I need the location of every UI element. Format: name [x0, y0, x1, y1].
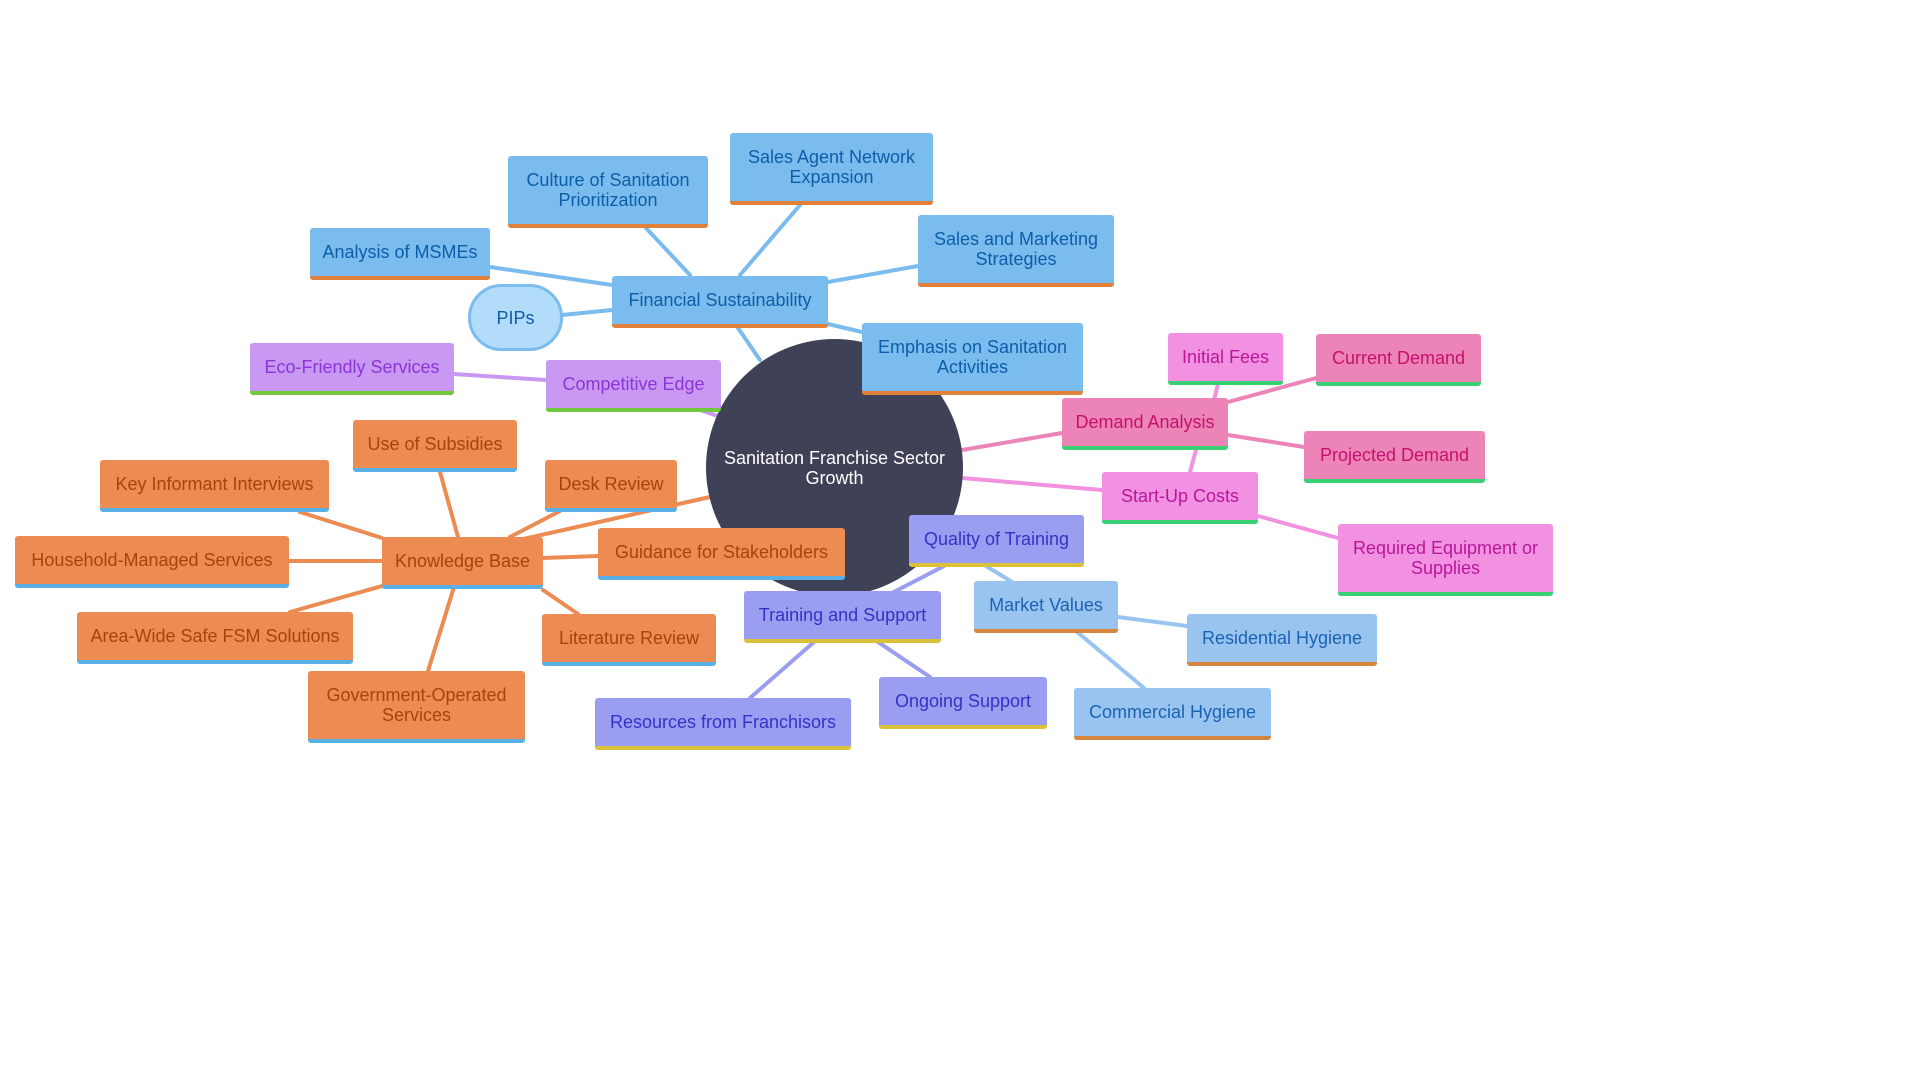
edge-demand-current: [1226, 376, 1318, 404]
node-area-wide: Area-Wide Safe FSM Solutions: [77, 612, 353, 664]
node-projected-demand: Projected Demand: [1304, 431, 1485, 483]
edge-financial-msmes: [488, 265, 614, 287]
edge-knowledge-keyinformant: [298, 510, 384, 540]
edge-financial-pips: [560, 308, 614, 317]
node-literature-review: Literature Review: [542, 614, 716, 666]
node-use-subsidies: Use of Subsidies: [353, 420, 517, 472]
node-analysis-msmes: Analysis of MSMEs: [310, 228, 490, 280]
connector-lines: [286, 203, 1340, 700]
node-key-informant: Key Informant Interviews: [100, 460, 329, 512]
node-current-demand: Current Demand: [1316, 334, 1481, 386]
edge-knowledge-areawide: [288, 584, 384, 614]
edge-quality-market: [984, 564, 1014, 584]
edge-knowledge-guidance: [541, 554, 600, 560]
edge-startup-demand: [1188, 448, 1198, 474]
edge-knowledge-desk: [508, 509, 562, 539]
edge-training-resources: [748, 640, 816, 700]
node-emphasis-sanitation: Emphasis on Sanitation Activities: [862, 323, 1083, 395]
node-commercial-hygiene: Commercial Hygiene: [1074, 688, 1271, 740]
edge-center-financial: [736, 326, 762, 362]
edge-competitive-eco: [452, 372, 548, 382]
node-knowledge-base: Knowledge Base: [382, 537, 543, 589]
edge-knowledge-literature: [541, 588, 580, 616]
node-startup-costs: Start-Up Costs: [1102, 472, 1258, 524]
node-financial-sustainability: Financial Sustainability: [612, 276, 828, 328]
node-sales-agent-network: Sales Agent Network Expansion: [730, 133, 933, 205]
edge-financial-emphasis: [826, 322, 864, 334]
node-initial-fees: Initial Fees: [1168, 333, 1283, 385]
edge-financial-culture: [644, 226, 692, 277]
edge-startup-equipment: [1256, 514, 1340, 540]
edge-center-demand: [960, 431, 1064, 452]
node-government-operated: Government-Operated Services: [308, 671, 525, 743]
node-market-values: Market Values: [974, 581, 1118, 633]
node-eco-friendly: Eco-Friendly Services: [250, 343, 454, 395]
edge-center-startup: [960, 476, 1104, 492]
node-residential-hygiene: Residential Hygiene: [1187, 614, 1377, 666]
edge-market-commercial: [1074, 629, 1146, 690]
node-pips: PIPs: [468, 284, 563, 351]
node-sales-marketing: Sales and Marketing Strategies: [918, 215, 1114, 287]
node-resources-franchisors: Resources from Franchisors: [595, 698, 851, 750]
node-ongoing-support: Ongoing Support: [879, 677, 1047, 729]
edge-training-ongoing: [876, 640, 932, 679]
edge-demand-initial: [1212, 382, 1220, 402]
node-competitive-edge: Competitive Edge: [546, 360, 721, 412]
edge-knowledge-government: [426, 585, 456, 673]
node-quality-training: Quality of Training: [909, 515, 1084, 567]
node-culture-sanitation: Culture of Sanitation Prioritization: [508, 156, 708, 228]
edge-financial-salesmarketing: [826, 264, 920, 284]
edge-knowledge-subsidies: [438, 470, 460, 539]
central-topic-label: Sanitation Franchise Sector Growth: [723, 447, 946, 488]
edge-demand-projected: [1226, 433, 1306, 449]
node-desk-review: Desk Review: [545, 460, 677, 512]
edge-training-quality: [888, 564, 946, 596]
node-household-managed: Household-Managed Services: [15, 536, 289, 588]
node-required-equipment: Required Equipment or Supplies: [1338, 524, 1553, 596]
edge-market-residential: [1116, 615, 1189, 628]
edge-financial-salesagent: [738, 203, 802, 277]
node-demand-analysis: Demand Analysis: [1062, 398, 1228, 450]
node-guidance-stakeholders: Guidance for Stakeholders: [598, 528, 845, 580]
node-training-support: Training and Support: [744, 591, 941, 643]
